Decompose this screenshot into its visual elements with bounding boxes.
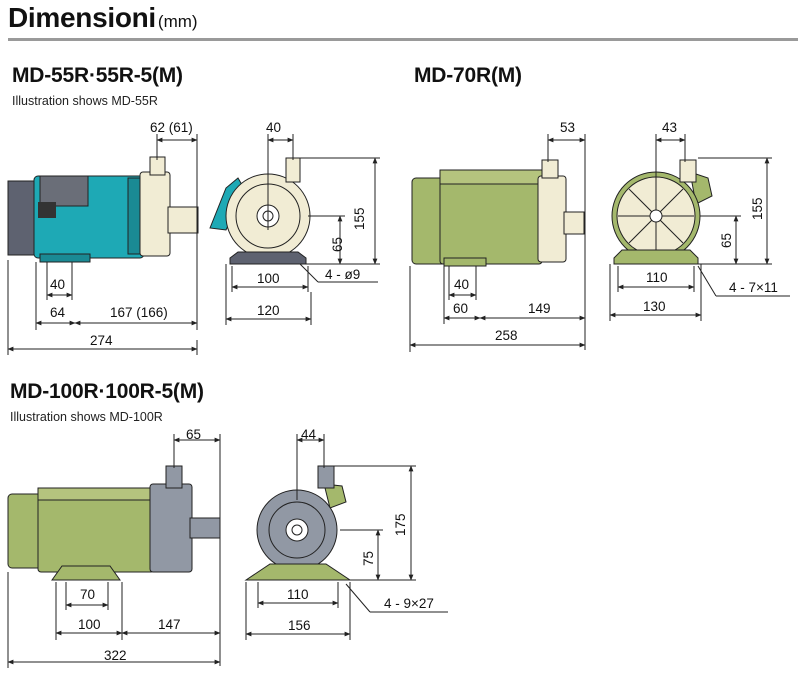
dim-md100-base-outer: 156 xyxy=(288,618,311,633)
md100-front-view xyxy=(244,434,448,640)
dim-md55-top: 62 (61) xyxy=(150,120,193,135)
md55-side-view xyxy=(7,134,199,355)
dim-md100-holes: 4 - 9×27 xyxy=(384,596,434,611)
md55-front-view xyxy=(209,134,380,325)
dim-md70-base-outer: 130 xyxy=(643,299,666,314)
dim-md70-left: 60 xyxy=(453,301,468,316)
md70-front-view xyxy=(609,134,790,321)
dim-md55-base-inner: 100 xyxy=(257,271,280,286)
dim-md100-top: 65 xyxy=(186,427,201,442)
dim-md100-base-inner: 110 xyxy=(287,587,309,602)
model-title-md70: MD-70R(M) xyxy=(414,64,522,87)
dim-md55-height: 155 xyxy=(352,207,367,230)
dim-md70-mid: 149 xyxy=(528,301,551,316)
dim-md70-front-top: 43 xyxy=(662,120,677,135)
dim-md55-base-outer: 120 xyxy=(257,303,280,318)
dim-md55-mid: 167 (166) xyxy=(110,305,168,320)
dim-md100-mid: 147 xyxy=(158,617,181,632)
dim-md55-holes: 4 - ø9 xyxy=(325,267,360,282)
dim-md70-foot: 40 xyxy=(454,277,469,292)
dim-md55-shaft: 65 xyxy=(330,237,345,252)
dim-md55-foot: 40 xyxy=(50,277,65,292)
header-divider xyxy=(8,38,798,41)
dim-md70-holes: 4 - 7×11 xyxy=(729,280,778,295)
dim-md100-total: 322 xyxy=(104,648,127,663)
unit-label: (mm) xyxy=(157,12,198,31)
md100-side-view xyxy=(7,434,221,668)
dim-md70-height: 155 xyxy=(750,197,765,220)
illustration-note-md100: Illustration shows MD-100R xyxy=(10,410,163,424)
dim-md100-shaft: 75 xyxy=(361,551,376,566)
dim-md100-foot: 70 xyxy=(80,587,95,602)
dim-md55-front-top: 40 xyxy=(266,120,281,135)
model-title-md55: MD-55R·55R-5(M) xyxy=(12,64,183,87)
dim-md70-total: 258 xyxy=(495,328,518,343)
dim-md70-top: 53 xyxy=(560,120,575,135)
page-header: Dimensioni (mm) xyxy=(8,2,198,36)
page-title: Dimensioni xyxy=(8,2,156,33)
dim-md70-base-inner: 110 xyxy=(646,270,668,285)
dim-md100-front-top: 44 xyxy=(301,427,317,442)
dim-md100-height: 175 xyxy=(393,513,408,536)
model-title-md100: MD-100R·100R-5(M) xyxy=(10,380,204,403)
md70-side-view xyxy=(409,134,586,352)
dim-md55-total: 274 xyxy=(90,333,113,348)
dim-md55-left: 64 xyxy=(50,305,66,320)
dim-md100-left: 100 xyxy=(78,617,101,632)
illustration-note-md55: Illustration shows MD-55R xyxy=(12,94,158,108)
dim-md70-shaft: 65 xyxy=(719,233,734,248)
